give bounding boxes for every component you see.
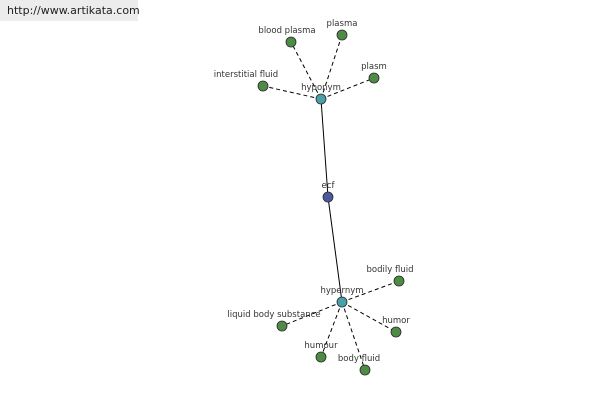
term-label-plasm: plasm [361,62,387,72]
term-label-liquid-body-substance: liquid body substance [227,310,320,320]
term-node-plasm[interactable] [368,72,380,84]
center-node-ecf[interactable] [322,191,334,203]
relation-label-hypernym: hypernym [320,286,363,296]
term-label-humour: humour [304,341,338,351]
term-label-humor: humor [382,316,410,326]
term-node-blood-plasma[interactable] [285,36,297,48]
term-label-bodily-fluid: bodily fluid [367,265,414,275]
center-label-ecf: ecf [322,181,336,191]
term-label-body-fluid: body fluid [338,354,380,364]
term-label-blood-plasma: blood plasma [258,26,315,36]
edge-hyponym-plasm [320,77,375,100]
source-url-banner[interactable]: http://www.artikata.com [0,0,140,21]
edge-hypernym-humor [341,301,397,333]
edge-hypernym-humour [320,301,343,358]
edge-hyponym-plasma [320,34,343,100]
edges-layer [262,34,400,371]
labels-layer: ecf hyponym blood plasma plasma interstitial… [214,19,414,364]
term-node-bodily-fluid[interactable] [393,275,405,287]
relation-label-hyponym: hyponym [301,83,341,93]
edge-hypernym-liquid-body-substance [281,301,343,327]
edge-hypernym-bodily-fluid [341,280,400,303]
edge-hypernym-body-fluid [341,301,366,371]
edge-ecf-hypernym [327,196,343,303]
relation-node-hypernym[interactable] [336,296,348,308]
term-label-interstitial-fluid: interstitial fluid [214,70,278,80]
term-node-plasma[interactable] [336,29,348,41]
edge-hyponym-blood-plasma [290,41,322,100]
term-node-liquid-body-substance[interactable] [276,320,288,332]
relation-node-hyponym[interactable] [315,93,327,105]
term-label-plasma: plasma [327,19,358,29]
edge-ecf-hyponym [320,98,329,198]
edge-hyponym-interstitial-fluid [262,85,322,100]
term-node-interstitial-fluid[interactable] [257,80,269,92]
term-node-humor[interactable] [390,326,402,338]
nodes-layer [257,29,405,376]
term-node-body-fluid[interactable] [359,364,371,376]
term-node-humour[interactable] [315,351,327,363]
